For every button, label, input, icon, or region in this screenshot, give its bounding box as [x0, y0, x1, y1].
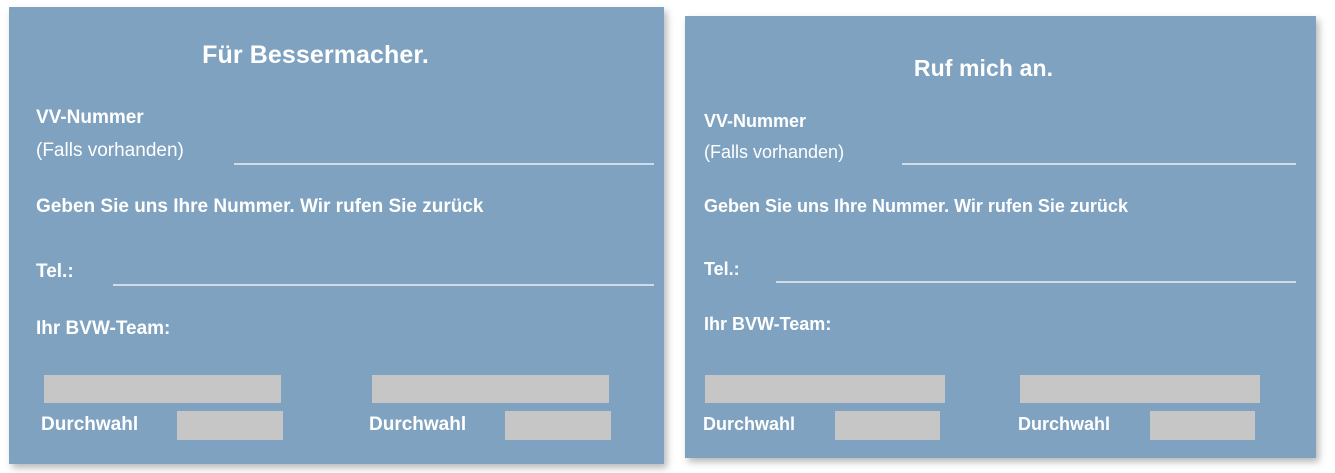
bvw-team-label-right: Ihr BVW-Team: — [704, 314, 832, 334]
durchwahl-label-left-b: Durchwahl — [369, 414, 467, 435]
durchwahl-label-right-b: Durchwahl — [1018, 414, 1111, 434]
tel-write-line-left[interactable] — [113, 284, 654, 286]
contact-name-redaction-block — [44, 375, 281, 403]
card-title-left: Für Bessermacher. — [202, 41, 429, 69]
vv-nummer-write-line-left[interactable] — [234, 163, 654, 165]
contact-extension-redaction-block — [1150, 411, 1255, 440]
tel-label-left: Tel.: — [36, 261, 74, 282]
card-title-right: Ruf mich an. — [913, 55, 1054, 81]
bvw-team-label-left: Ihr BVW-Team: — [36, 318, 171, 339]
vv-nummer-sublabel-left: (Falls vorhanden) — [36, 140, 184, 161]
contact-extension-redaction-block — [835, 411, 940, 440]
contact-name-redaction-block — [372, 375, 609, 403]
form-card-left: Für Bessermacher. VV-Nummer (Falls vorha… — [9, 7, 664, 464]
callback-callout-left: Geben Sie uns Ihre Nummer. Wir rufen Sie… — [36, 196, 484, 217]
contact-extension-redaction-block — [505, 411, 611, 440]
durchwahl-label-right-a: Durchwahl — [703, 414, 796, 434]
tel-label-right: Tel.: — [704, 259, 740, 279]
contact-extension-redaction-block — [177, 411, 283, 440]
vv-nummer-write-line-right[interactable] — [902, 163, 1296, 165]
contact-name-redaction-block — [1020, 375, 1260, 403]
vv-nummer-label-left: VV-Nummer — [36, 107, 144, 128]
contact-name-redaction-block — [705, 375, 945, 403]
vv-nummer-label-right: VV-Nummer — [704, 111, 807, 131]
callback-callout-right: Geben Sie uns Ihre Nummer. Wir rufen Sie… — [704, 196, 1128, 216]
form-card-right: Ruf mich an. VV-Nummer (Falls vorhanden)… — [685, 16, 1316, 458]
tel-write-line-right[interactable] — [776, 281, 1296, 283]
vv-nummer-sublabel-right: (Falls vorhanden) — [704, 142, 845, 162]
durchwahl-label-left-a: Durchwahl — [41, 414, 139, 435]
